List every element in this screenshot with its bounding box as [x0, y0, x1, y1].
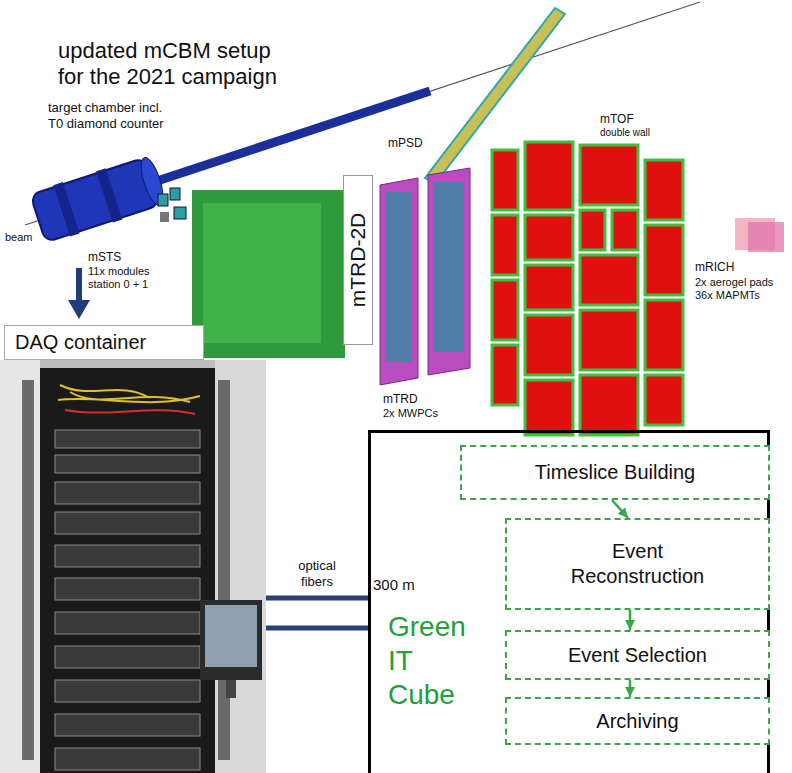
chamber-ring	[96, 168, 122, 222]
sts-module	[170, 188, 180, 200]
server-unit	[55, 482, 200, 504]
server-unit	[55, 430, 200, 448]
tof-module	[525, 265, 573, 310]
rich-pmt	[748, 222, 784, 252]
tof-module	[525, 380, 573, 435]
tof-module	[645, 160, 683, 220]
server-unit	[55, 545, 200, 567]
trd2d-face	[203, 203, 321, 343]
step-label: Timeslice Building	[535, 460, 695, 485]
daq-container: DAQ container	[0, 323, 266, 773]
server-unit	[55, 680, 200, 702]
tof-module	[580, 310, 638, 370]
part-label: mSTS	[88, 250, 121, 264]
part-label: mPSD	[388, 136, 423, 150]
server-unit	[55, 714, 200, 736]
server-unit	[55, 578, 200, 600]
part-label: mTOF	[600, 112, 634, 126]
chamber-ring	[53, 182, 79, 236]
part-label: 2x aerogel pads 36x MAPMTs	[695, 276, 787, 302]
server-unit	[55, 748, 200, 770]
step-label: Event Reconstruction	[553, 539, 723, 589]
tof-module	[492, 150, 518, 210]
sts-module	[158, 194, 168, 206]
tof-module	[492, 345, 518, 405]
flow-arrow	[629, 610, 632, 630]
part-label: 2x MWPCs	[383, 407, 438, 420]
target-chamber	[30, 153, 168, 244]
tof-module	[492, 280, 518, 340]
tof-module	[525, 142, 573, 210]
compute-center-box: Green IT Cube Timeslice BuildingEvent Rec…	[368, 430, 770, 773]
part-label: mTRD-2D	[345, 213, 370, 308]
trd-slab	[380, 178, 418, 385]
flow-arrow	[629, 680, 632, 697]
tof-wall	[492, 142, 683, 435]
rack-cables	[65, 410, 195, 414]
optical-fiber	[266, 596, 368, 601]
tof-module	[645, 375, 683, 425]
flow-arrow	[612, 500, 628, 518]
part-label: double wall	[600, 127, 650, 139]
part-label: mRICH	[695, 260, 734, 274]
rack-cables	[58, 385, 200, 402]
flow-arrow	[68, 268, 90, 319]
diagram-title: updated mCBM setup for the 2021 campaign	[58, 38, 286, 90]
monitor	[200, 600, 262, 680]
beam-pipe	[148, 91, 430, 184]
part-label: target chamber incl. T0 diamond counter	[48, 100, 173, 131]
tof-module	[612, 210, 638, 250]
tof-module	[645, 300, 683, 370]
step-label: Event Selection	[568, 643, 707, 668]
server-unit	[55, 646, 200, 668]
trd-slab	[428, 168, 470, 375]
process-box: Event Reconstruction	[505, 518, 770, 610]
tof-module	[492, 215, 518, 275]
tof-module	[580, 145, 638, 205]
connector-label: optical fibers	[287, 558, 347, 590]
monitor-stand	[226, 680, 236, 698]
chamber-end	[137, 155, 168, 207]
tof-module	[580, 375, 638, 435]
site-name: Green IT Cube	[388, 610, 473, 712]
daq-photo	[0, 360, 266, 773]
photo-ground	[0, 360, 266, 773]
photo-wall	[215, 360, 266, 773]
server-units	[55, 430, 200, 770]
server-unit	[55, 512, 200, 534]
server-unit	[55, 455, 200, 473]
trd2d-body	[192, 190, 345, 358]
monitor-screen	[205, 605, 257, 667]
process-box: Archiving	[505, 697, 770, 745]
server-unit	[55, 612, 200, 634]
chamber-body	[30, 158, 160, 243]
rack-vent	[218, 380, 230, 760]
rack-vent	[22, 380, 34, 760]
part-label: beam	[5, 231, 33, 244]
rack-frame	[40, 368, 215, 773]
photo-wall	[0, 360, 40, 773]
tof-module	[525, 315, 573, 375]
sts-module	[174, 207, 186, 219]
part-label: mTRD	[383, 392, 418, 406]
step-label: Archiving	[596, 709, 678, 734]
process-box: Event Selection	[505, 630, 770, 680]
process-box: Timeslice Building	[460, 445, 770, 500]
tof-module	[580, 255, 638, 305]
tof-module	[645, 225, 683, 295]
detector-tag-box: mTRD-2D	[343, 175, 373, 345]
part-label: 300 m	[373, 576, 415, 594]
tof-module	[580, 210, 605, 250]
sts-module	[160, 212, 169, 222]
optical-fiber	[266, 626, 368, 631]
trd-grid	[434, 182, 464, 352]
part-label: 11x modules station 0 + 1	[88, 265, 168, 291]
container-heading: DAQ container	[4, 325, 204, 360]
trd-grid	[386, 192, 412, 362]
tof-module	[525, 215, 573, 260]
